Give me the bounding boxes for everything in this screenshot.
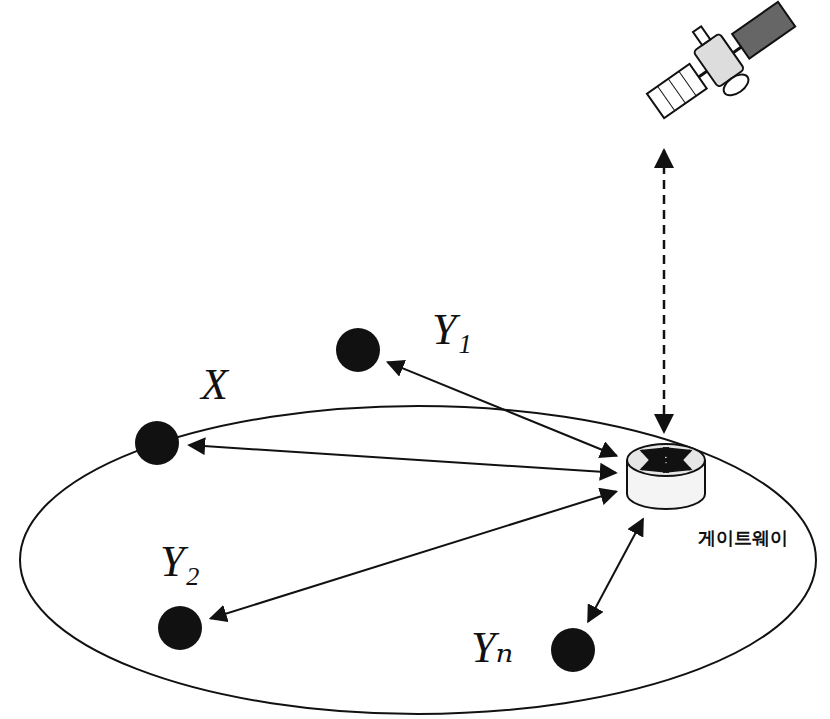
link-arrow — [388, 362, 617, 456]
station-node: Y₂ — [158, 606, 202, 650]
node-label: 게이트웨이 — [698, 528, 788, 548]
node-symbol: Y₂ — [160, 540, 200, 584]
station-node: X — [135, 421, 179, 465]
node-symbol: Y₁ — [432, 308, 472, 352]
station-node: Yₙ — [551, 628, 595, 672]
router-icon — [624, 440, 708, 512]
satellite-link — [663, 150, 666, 432]
gateway-router: 게이트웨이 — [624, 440, 708, 512]
link-arrow — [189, 445, 616, 473]
station-node: Y₁ — [336, 328, 380, 372]
node-symbol: Yₙ — [471, 626, 513, 670]
satellite-icon — [633, 0, 808, 136]
network-region — [20, 406, 816, 714]
link-arrow — [211, 492, 617, 619]
node-symbol: X — [201, 363, 228, 407]
link-arrow — [588, 519, 643, 622]
